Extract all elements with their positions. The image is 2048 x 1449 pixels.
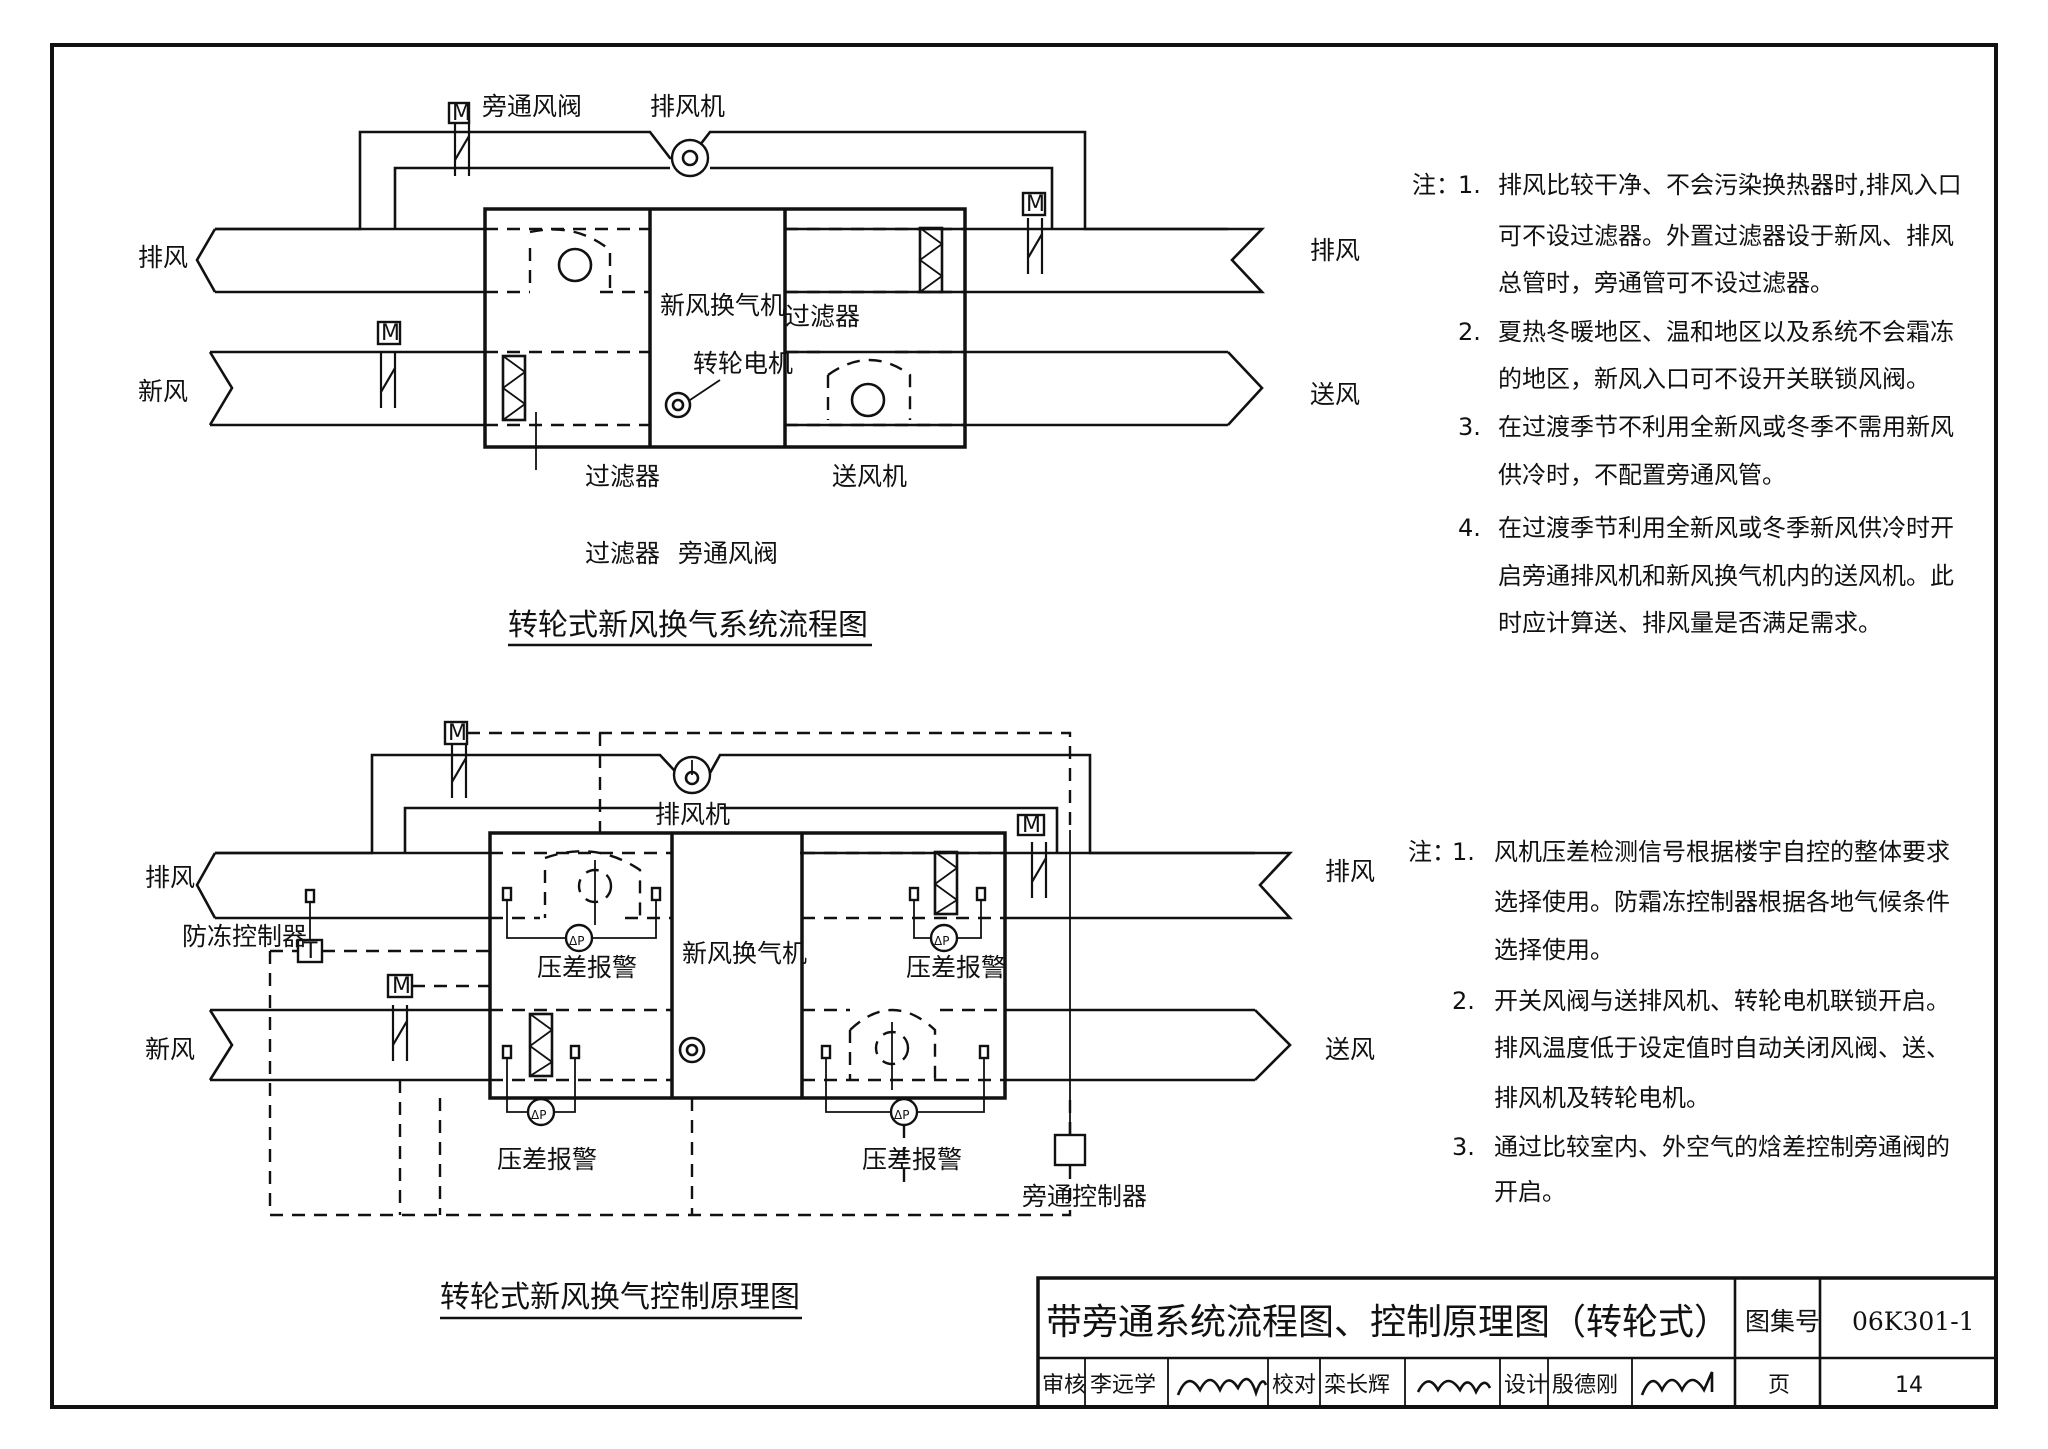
note-line: 启旁通排风机和新风换气机内的送风机。此 (1498, 562, 1954, 590)
note-number: 1. (1458, 171, 1481, 199)
exhaust-fan-label: 排风机 (655, 800, 730, 829)
supply-air-label: 送风 (1325, 1035, 1375, 1064)
t-mark: T (303, 939, 318, 964)
alarm-label: 压差报警 (862, 1145, 962, 1174)
check-label: 校对 (1272, 1373, 1316, 1398)
top-diagram-title: 转轮式新风换气系统流程图 (508, 608, 868, 643)
supply-fan-label: 送风机 (832, 462, 907, 491)
note-line: 夏热冬暖地区、温和地区以及系统不会霜冻 (1498, 318, 1954, 346)
fresh-air-label: 新风 (145, 1035, 195, 1064)
bypass-damper-label: 旁通风阀 (482, 92, 582, 121)
note-line: 可不设过滤器。外置过滤器设于新风、排风 (1498, 222, 1954, 250)
note-line: 开关风阀与送排风机、转轮电机联锁开启。 (1494, 987, 1950, 1015)
dp-mark: ΔP (894, 1108, 909, 1122)
checker-signature (1416, 1379, 1492, 1396)
top-notes: 注： 1. 排风比较干净、不会污染换热器时,排风入口 可不设过滤器。外置过滤器设… (1412, 171, 1962, 637)
sheet-border (50, 43, 1998, 1409)
dp-mark: ΔP (531, 1108, 546, 1122)
note-line: 的地区，新风入口可不设开关联锁风阀。 (1498, 365, 1930, 393)
bottom-notes: 注： 1. 风机压差检测信号根据楼宇自控的整体要求 选择使用。防霜冻控制器根据各… (1408, 838, 1950, 1206)
title-block-title: 带旁通系统流程图、控制原理图（转轮式） (1046, 1302, 1730, 1343)
note-line: 通过比较室内、外空气的焓差控制旁通阀的 (1494, 1133, 1950, 1161)
unit-label: 新风换气机 (682, 939, 807, 968)
legend-bypass-label: 旁通风阀 (678, 539, 778, 568)
filter-label: 过滤器 (785, 302, 860, 331)
page-number: 14 (1895, 1373, 1923, 1398)
unit-label: 新风换气机 (660, 291, 785, 320)
title-block: 带旁通系统流程图、控制原理图（转轮式） 图集号 06K301-1 审核 李远学 … (1036, 1276, 1998, 1409)
bottom-diagram-title: 转轮式新风换气控制原理图 (440, 1280, 800, 1315)
designer-name: 殷德刚 (1552, 1373, 1618, 1398)
design-label: 设计 (1504, 1373, 1548, 1398)
page-label: 页 (1768, 1373, 1790, 1398)
supply-air-label: 送风 (1310, 380, 1360, 409)
note-number: 2. (1458, 318, 1481, 346)
note-line: 总管时，旁通管可不设过滤器。 (1498, 269, 1834, 297)
bypass-controller-label: 旁通控制器 (1022, 1182, 1147, 1211)
atlas-label: 图集号 (1745, 1307, 1820, 1336)
dp-mark: ΔP (934, 934, 949, 948)
note-line: 风机压差检测信号根据楼宇自控的整体要求 (1494, 838, 1950, 866)
reviewer-signature (1176, 1377, 1268, 1398)
note-line: 供冷时，不配置旁通风管。 (1498, 461, 1786, 489)
alarm-label: 压差报警 (537, 953, 637, 982)
exhaust-right-label: 排风 (1310, 236, 1360, 265)
bottom-diagram-labels: M M M T ΔP ΔP ΔP ΔP 排风机 排风 排风 新风 送风 防冻控制… (145, 721, 1375, 1320)
note-line: 排风温度低于设定值时自动关闭风阀、送、 (1494, 1034, 1950, 1062)
note-line: 时应计算送、排风量是否满足需求。 (1498, 609, 1882, 637)
motor-mark: M (448, 721, 467, 746)
exhaust-fan-label: 排风机 (650, 92, 725, 121)
alarm-label: 压差报警 (906, 953, 1006, 982)
note-line: 排风比较干净、不会污染换热器时,排风入口 (1498, 171, 1962, 199)
review-label: 审核 (1042, 1373, 1086, 1398)
note-number: 1. (1452, 838, 1475, 866)
atlas-number: 06K301-1 (1852, 1307, 1975, 1336)
note-number: 4. (1458, 514, 1481, 542)
note-number: 3. (1452, 1133, 1475, 1161)
exhaust-right-label: 排风 (1325, 857, 1375, 886)
reviewer-name: 李远学 (1090, 1373, 1156, 1398)
bottom-control-diagram (195, 720, 1294, 1217)
wheel-motor-label: 转轮电机 (693, 349, 793, 378)
top-diagram-labels: M M M 旁通风阀 排风机 排风 排风 新风 送风 新风换气机 过滤器 转轮电… (138, 92, 1360, 647)
note-line: 选择使用。防霜冻控制器根据各地气候条件 (1494, 888, 1950, 916)
note-line: 选择使用。 (1494, 936, 1614, 964)
checker-name: 栾长辉 (1324, 1373, 1390, 1398)
notes-prefix: 注： (1408, 838, 1456, 866)
motor-mark: M (392, 974, 411, 999)
legend-filter-label: 过滤器 (585, 539, 660, 568)
antifreeze-label: 防冻控制器 (182, 922, 307, 951)
note-number: 2. (1452, 987, 1475, 1015)
note-line: 在过渡季节不利用全新风或冬季不需用新风 (1498, 413, 1954, 441)
designer-signature (1640, 1371, 1714, 1396)
motor-mark: M (1022, 813, 1041, 838)
dp-mark: ΔP (569, 934, 584, 948)
note-line: 排风机及转轮电机。 (1494, 1084, 1710, 1112)
motor-mark: M (452, 101, 471, 126)
exhaust-left-label: 排风 (138, 243, 188, 272)
motor-mark: M (381, 321, 400, 346)
note-number: 3. (1458, 413, 1481, 441)
exhaust-left-label: 排风 (145, 863, 195, 892)
note-line: 在过渡季节利用全新风或冬季新风供冷时开 (1498, 514, 1954, 542)
note-line: 开启。 (1494, 1178, 1566, 1206)
top-flow-diagram (195, 101, 1266, 470)
alarm-label: 压差报警 (497, 1145, 597, 1174)
notes-prefix: 注： (1412, 171, 1460, 199)
motor-mark: M (1026, 192, 1045, 217)
fresh-air-label: 新风 (138, 377, 188, 406)
filter-label: 过滤器 (585, 462, 660, 491)
